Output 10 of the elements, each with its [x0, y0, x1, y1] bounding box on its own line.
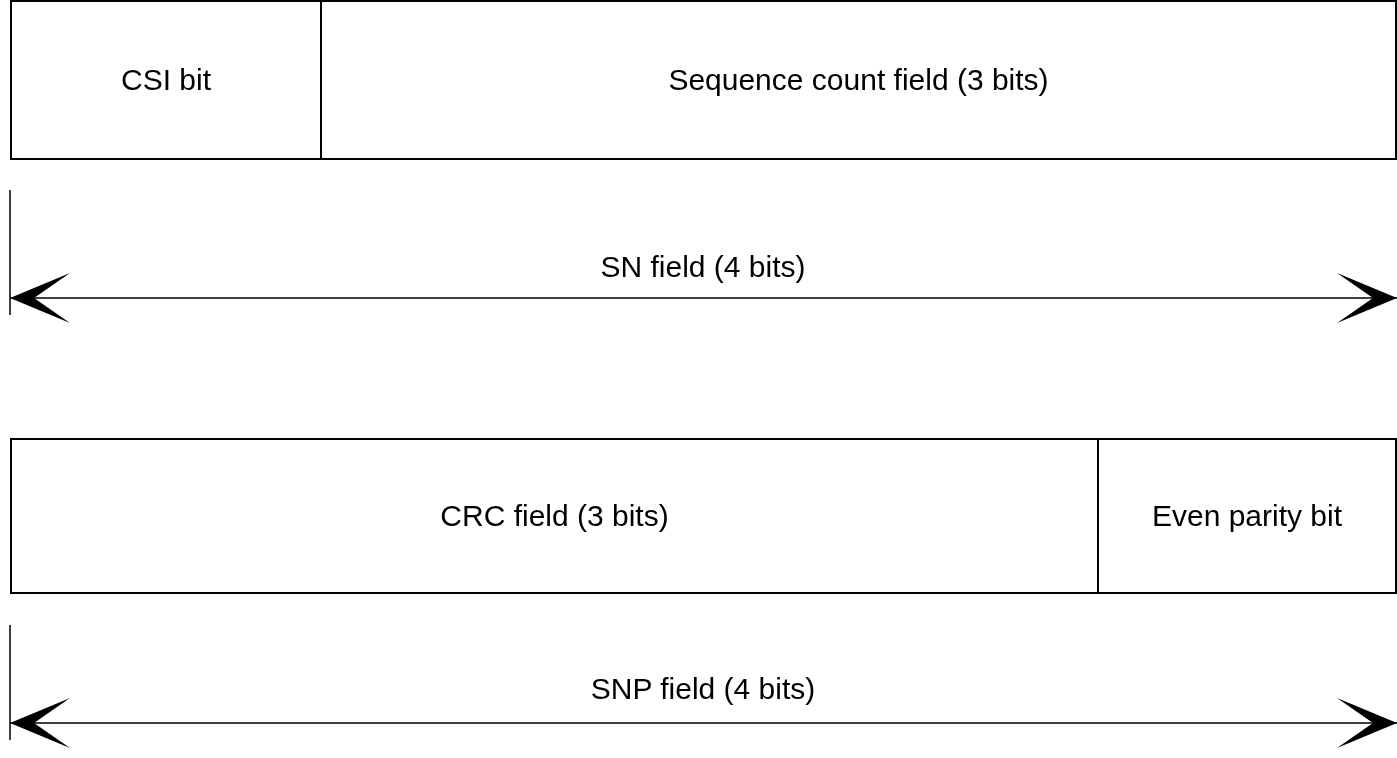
- dimension-label: SN field (4 bits): [600, 250, 806, 284]
- dimension-label: SNP field (4 bits): [590, 672, 816, 706]
- field-box: [10, 0, 322, 160]
- field-name: CRC field (3 bits): [440, 499, 669, 532]
- field-box: [10, 438, 1099, 594]
- field-name: Sequence count field (3 bits): [668, 63, 1049, 96]
- field-name: CSI bit: [121, 63, 211, 96]
- field-box: [1097, 438, 1397, 594]
- field-name: Even parity bit: [1151, 499, 1343, 532]
- field-box: [320, 0, 1397, 160]
